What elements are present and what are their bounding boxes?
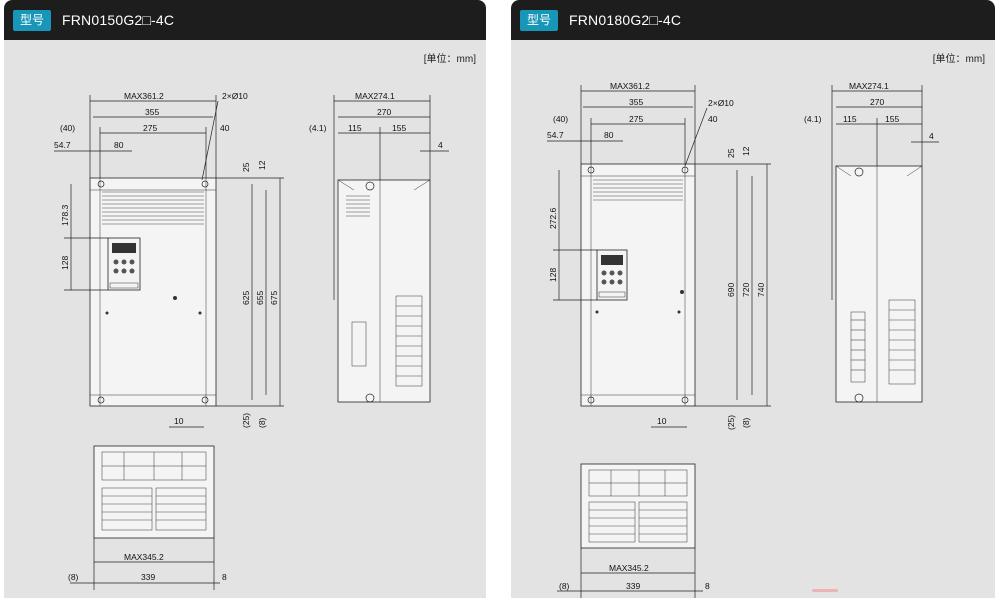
keypad-display [601,255,623,265]
side-vent-upper [346,195,370,217]
front-view: MAX361.2 355 275 (40) 40 54.7 80 2×Ø10 2… [547,81,771,430]
dim-bottom-width: 339 [626,581,640,591]
side-enclosure [337,179,431,403]
dim-bottom-max-width: MAX345.2 [609,563,649,573]
bottom-view: MAX345.2 339 (8) 8 [68,445,227,590]
dim-flange: 4 [438,140,443,150]
dim-height-inner: 690 [726,283,736,297]
red-flare-artifact [812,589,838,592]
dim-height-mid: 655 [255,291,265,305]
model-name: FRN0150G2□-4C [62,12,175,28]
dimension-drawing: MAX361.2 355 275 (40) 40 54.7 80 2×Ø10 1… [54,91,449,590]
dim-side-left-offset: (4.1) [309,123,327,133]
bottom-enclosure [580,463,696,549]
dim-right-offset: 40 [220,123,230,133]
dim-bottom-25: (25) [241,413,251,428]
dim-right-offset: 40 [708,114,718,124]
dim-hole-spec: 2×Ø10 [222,91,248,101]
dim-height-total: 675 [269,291,279,305]
dim-bottom-left-offset: (8) [559,581,570,591]
dim-bottom-25: (25) [726,415,736,430]
dim-hole-pitch: 275 [629,114,643,124]
bottom-view: MAX345.2 339 (8) 8 [557,463,710,598]
dim-depth: 270 [870,97,884,107]
keypad-display [112,243,136,253]
dim-left-offset: (40) [553,114,568,124]
dim-bottom-8: (8) [741,417,751,428]
dim-height-inner: 625 [241,291,251,305]
dim-keypad-top: 272.6 [548,207,558,229]
dimension-drawing: MAX361.2 355 275 (40) 40 54.7 80 2×Ø10 2… [547,81,939,598]
dim-foot-10: 10 [657,416,667,426]
unit-note: [单位：mm] [932,54,985,65]
model-name: FRN0180G2□-4C [569,12,682,28]
dim-max-depth: MAX274.1 [849,81,889,91]
dim-seg-a: 115 [348,123,362,133]
dim-width: 355 [629,97,643,107]
dim-bottom-right-offset: 8 [705,581,710,591]
front-view: MAX361.2 355 275 (40) 40 54.7 80 2×Ø10 1… [54,91,284,428]
dim-side-left-offset: (4.1) [804,114,822,124]
dim-width: 355 [145,107,159,117]
dim-max-width: MAX361.2 [124,91,164,101]
dim-hole-spec: 2×Ø10 [708,98,734,108]
dim-max-width: MAX361.2 [610,81,650,91]
dim-depth: 270 [377,107,391,117]
dim-keypad-top: 178.3 [60,204,70,226]
dim-height-mid: 720 [741,283,751,297]
dim-keypad-offset: 80 [114,140,124,150]
drawing-panel-right: 型号 FRN0180G2□-4C [单位：mm] [511,0,995,598]
dim-top-25: 25 [241,162,251,172]
dim-keypad-height: 128 [548,268,558,282]
model-badge: 型号 [520,10,558,31]
dim-bottom-right-offset: 8 [222,572,227,582]
side-view: MAX274.1 270 (4.1) 115 155 4 [309,91,449,403]
panel-header: 型号 FRN0180G2□-4C [511,0,995,40]
dim-top-12: 12 [741,146,751,156]
model-badge: 型号 [13,10,51,31]
side-enclosure [835,165,923,403]
front-vent-grille [102,191,204,225]
dim-max-depth: MAX274.1 [355,91,395,101]
dim-left-offset: (40) [60,123,75,133]
drawing-panel-left: 型号 FRN0150G2□-4C [单位：mm] [4,0,486,598]
side-view: MAX274.1 270 (4.1) 115 155 4 [804,81,939,403]
dim-seg-b: 155 [885,114,899,124]
dim-left-edge: 54.7 [54,140,71,150]
front-vent-grille [593,179,683,201]
dim-bottom-width: 339 [141,572,155,582]
dim-top-12: 12 [257,160,267,170]
dim-foot-10: 10 [174,416,184,426]
dim-seg-b: 155 [392,123,406,133]
dim-bottom-8: (8) [257,417,267,428]
dim-top-25: 25 [726,148,736,158]
dim-bottom-max-width: MAX345.2 [124,552,164,562]
dim-bottom-left-offset: (8) [68,572,79,582]
dim-seg-a: 115 [843,114,857,124]
dim-keypad-offset: 80 [604,130,614,140]
dim-flange: 4 [929,131,934,141]
dim-hole-pitch: 275 [143,123,157,133]
side-vent-lower [351,295,423,387]
dim-left-edge: 54.7 [547,130,564,140]
dim-height-total: 740 [756,283,766,297]
side-vent-lower [850,299,916,385]
dim-keypad-height: 128 [60,256,70,270]
unit-note: [单位：mm] [423,54,476,65]
panel-header: 型号 FRN0150G2□-4C [4,0,486,40]
